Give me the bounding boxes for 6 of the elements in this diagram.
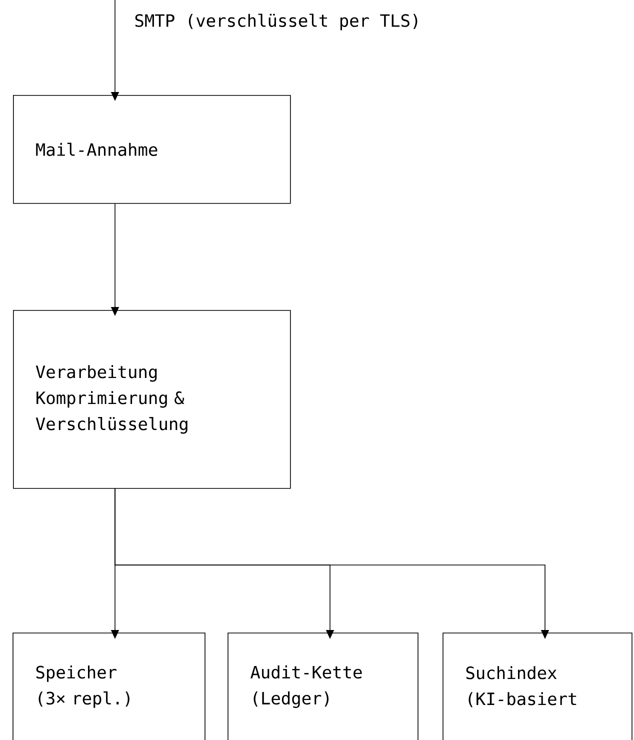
process-box: Verarbeitung Komprimierung & Verschlüsselung [13,310,291,489]
process-box: Mail-Annahme [13,95,291,204]
process-box: Speicher (3× repl.) [12,632,206,740]
process-box: Suchindex (KI-basiert [442,632,632,740]
edge-label: SMTP (verschlüsselt per TLS) [135,14,418,30]
process-box: Audit-Kette (Ledger) [228,632,418,740]
